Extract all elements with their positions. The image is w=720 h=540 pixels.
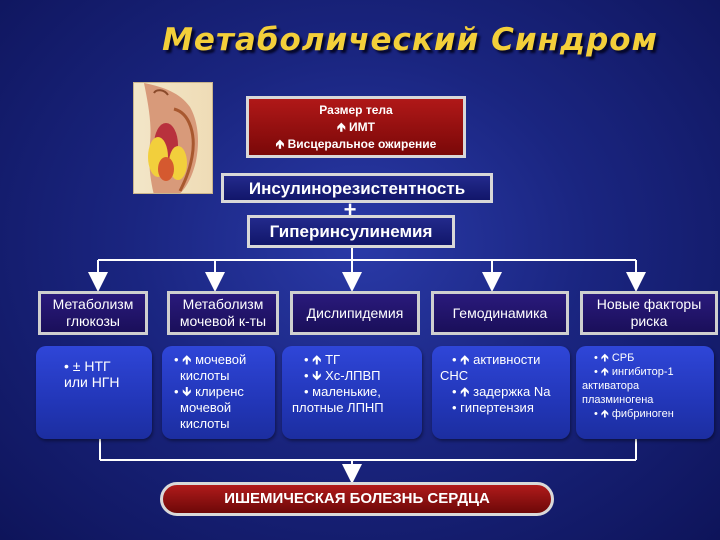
panel-item: или НГН: [64, 374, 120, 390]
panel-item: • 🡹 мочевой: [174, 352, 247, 367]
panel-item: • 🡻 Хс-ЛПВП: [304, 368, 381, 383]
panel-item: мочевой: [180, 400, 232, 415]
panel-item: активатора: [582, 380, 640, 392]
visceral-obesity-increase: 🡹 Висцеральное ожирение: [275, 137, 437, 151]
panel-item: • 🡹 ТГ: [304, 352, 341, 367]
panel-item: • ± НТГ: [64, 358, 111, 374]
category-label: Дислипидемия: [306, 304, 404, 321]
body-illustration: [133, 82, 213, 194]
panel-hemodynamics: • 🡹 активности СНС • 🡹 задержка Na • гип…: [432, 346, 570, 439]
panel-uric-acid: • 🡹 мочевой кислоты • 🡻 клиренс мочевой …: [162, 346, 275, 439]
panel-item: СНС: [440, 368, 469, 383]
panel-glucose: • ± НТГ или НГН: [36, 346, 152, 439]
panel-item: • маленькие,: [304, 384, 381, 399]
panel-item: • 🡹 СРБ: [594, 352, 635, 364]
panel-item: • гипертензия: [452, 400, 534, 415]
page-title: Метаболический Синдром: [162, 22, 658, 58]
category-uric-acid-metabolism: Метаболизм мочевой к-ты: [167, 291, 279, 335]
panel-item: кислоты: [180, 368, 230, 383]
panel-new-risk-factors: • 🡹 СРБ • 🡹 ингибитор-1 активатора плазм…: [576, 346, 714, 439]
panel-item: • 🡹 активности: [452, 352, 541, 367]
category-label: Метаболизм мочевой к-ты: [179, 296, 267, 329]
category-glucose-metabolism: Метаболизм глюкозы: [38, 291, 148, 335]
hyperinsulinemia-box: Гиперинсулинемия: [247, 215, 455, 248]
panel-item: плотные ЛПНП: [292, 400, 384, 415]
category-new-risk-factors: Новые факторы риска: [580, 291, 718, 335]
body-size-title: Размер тела: [319, 103, 393, 117]
panel-item: • 🡹 фибриноген: [594, 408, 674, 420]
body-size-box: Размер тела 🡹 ИМТ 🡹 Висцеральное ожирени…: [246, 96, 466, 158]
panel-dyslipidemia: • 🡹 ТГ • 🡻 Хс-ЛПВП • маленькие, плотные …: [282, 346, 422, 439]
bmi-increase: 🡹 ИМТ: [337, 120, 375, 134]
category-label: Гемодинамика: [452, 304, 548, 321]
panel-item: плазминогена: [582, 394, 654, 406]
category-label: Новые факторы риска: [596, 296, 702, 329]
category-hemodynamics: Гемодинамика: [431, 291, 569, 335]
category-label: Метаболизм глюкозы: [52, 296, 134, 329]
panel-item: кислоты: [180, 416, 230, 431]
panel-item: • 🡻 клиренс: [174, 384, 244, 399]
coronary-heart-disease-box: ИШЕМИЧЕСКАЯ БОЛЕЗНЬ СЕРДЦА: [160, 482, 554, 516]
insulin-resistance-box: Инсулинорезистентность: [221, 173, 493, 203]
panel-item: • 🡹 ингибитор-1: [594, 366, 674, 378]
category-dyslipidemia: Дислипидемия: [290, 291, 420, 335]
panel-item: • 🡹 задержка Na: [452, 384, 551, 399]
